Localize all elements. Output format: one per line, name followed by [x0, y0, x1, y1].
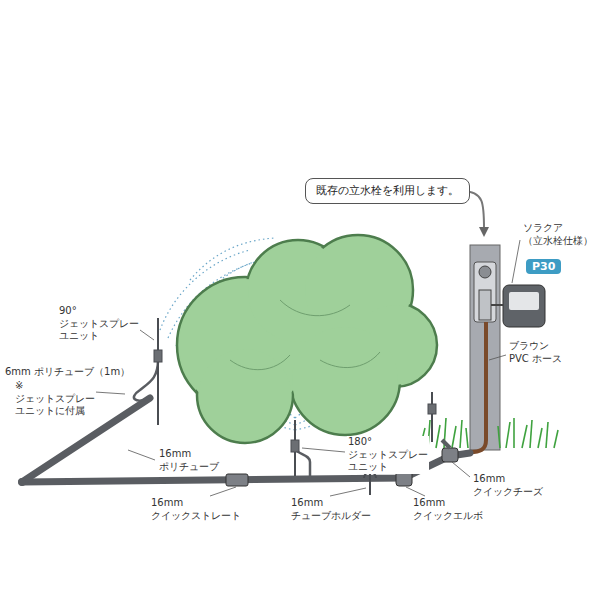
part-label: 180°ジェットスプレー ユニット	[347, 436, 429, 474]
illustration-part	[522, 425, 527, 448]
illustration-part	[513, 418, 515, 448]
illustration-part	[177, 235, 437, 443]
illustration-part	[554, 430, 558, 448]
illustration-part	[460, 420, 462, 448]
illustration-part	[134, 360, 158, 400]
part-label: 90°ジェットスプレー ユニット	[58, 305, 140, 343]
part-label: 16mm クイックチーズ	[472, 473, 544, 498]
grass	[420, 418, 558, 448]
poly-tube-6mm	[134, 360, 310, 479]
node-text: P30	[532, 260, 555, 273]
illustration-part	[330, 488, 366, 496]
leader-lines	[95, 240, 520, 496]
illustration-part	[512, 240, 520, 283]
illustration-part	[538, 428, 542, 448]
illustration-part	[428, 404, 436, 414]
illustration-part	[452, 462, 470, 477]
callout-box: 既存の立水栓を利用します。	[305, 178, 470, 204]
pvc-hose	[452, 322, 486, 455]
illustration-part	[230, 355, 290, 370]
valve	[479, 290, 491, 320]
illustration-part	[466, 428, 468, 448]
node-text: 既存の立水栓を利用します。	[316, 184, 459, 198]
illustration-part	[154, 350, 162, 362]
illustration-part	[210, 487, 236, 496]
illustration-part	[140, 330, 154, 340]
quick-straight	[226, 474, 248, 486]
illustration-part	[199, 349, 291, 441]
illustration-part	[292, 327, 398, 433]
illustration-part	[546, 422, 548, 448]
tee-branch	[442, 440, 450, 448]
note-label: ※ジェットスプレー ユニットに付属	[14, 380, 96, 418]
part-label: 16mm チューブホルダー	[290, 497, 372, 522]
stakes	[154, 318, 436, 495]
illustration-part	[530, 420, 532, 448]
illustration-part	[406, 487, 425, 496]
tube-end	[18, 478, 26, 486]
illustration-part	[179, 237, 435, 441]
timer-link	[491, 304, 503, 306]
illustration-part	[489, 355, 506, 360]
illustration-part	[498, 426, 500, 448]
page-badge: P30	[526, 259, 561, 274]
faucet	[474, 262, 496, 322]
faucet-handle	[479, 266, 491, 278]
shrub	[177, 235, 437, 443]
illustration-part	[452, 426, 456, 448]
timer-screen	[509, 292, 539, 310]
illustration-part	[128, 450, 155, 460]
illustration-part	[431, 392, 433, 442]
hose-label: ブラウン PVC ホース	[508, 340, 572, 365]
illustration-part	[436, 425, 440, 448]
part-label: 16mm クイックストレート	[150, 497, 242, 522]
illustration-part	[280, 300, 350, 316]
illustration-part	[296, 450, 310, 479]
timer	[503, 285, 545, 327]
illustration-part	[506, 422, 510, 448]
quick-tee	[442, 448, 458, 462]
illustration-part	[95, 392, 125, 394]
illustration-part	[291, 440, 299, 452]
part-label: 16mm ポリチューブ	[158, 448, 220, 473]
illustration-part	[302, 448, 345, 452]
part-label: 6mm ポリチューブ（1m）	[4, 366, 131, 379]
illustration-part	[157, 318, 159, 425]
product-label: ソラクア （立水栓仕様）	[522, 222, 594, 247]
illustration-part	[320, 352, 380, 368]
part-label: 16mm クイックエルボ	[412, 497, 484, 522]
illustration-part	[230, 300, 380, 370]
